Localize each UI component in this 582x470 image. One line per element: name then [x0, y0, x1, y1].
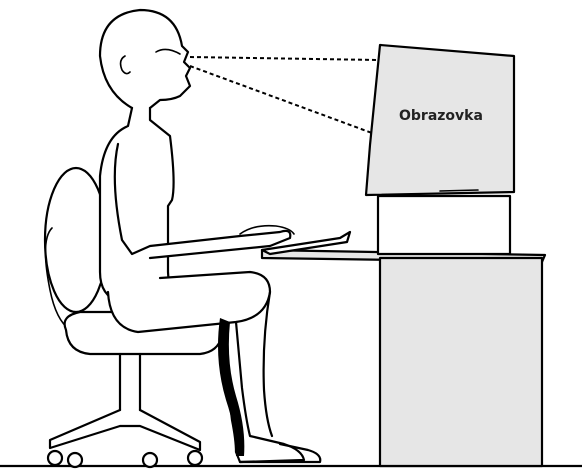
chair-wheel — [143, 453, 157, 467]
screen-label: Obrazovka — [399, 108, 483, 124]
sight-line-upper — [190, 57, 378, 60]
person — [100, 10, 320, 462]
monitor-stand — [378, 196, 510, 254]
person-torso — [100, 108, 174, 302]
chair-column — [120, 354, 140, 410]
sight-lines — [190, 57, 378, 133]
chair-base — [50, 410, 200, 450]
sight-line-lower — [190, 66, 372, 133]
desk-cabinet — [380, 258, 542, 466]
desk — [262, 250, 545, 466]
monitor: Obrazovka — [366, 45, 514, 195]
chair-wheel — [68, 453, 82, 467]
chair-wheel — [48, 451, 62, 465]
person-head — [100, 10, 190, 108]
chair-backrest — [45, 168, 107, 312]
person-calf — [264, 292, 272, 436]
chair-wheel — [188, 451, 202, 465]
monitor-base-edge — [440, 190, 478, 191]
